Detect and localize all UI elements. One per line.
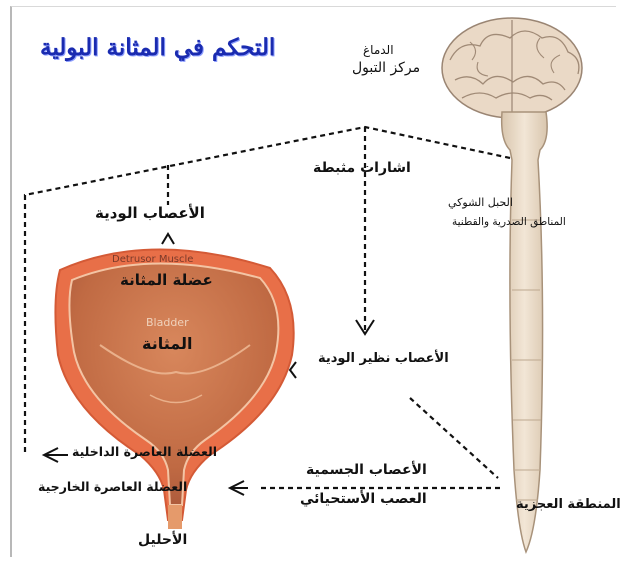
diagram-title: التحكم في المثانة البولية xyxy=(40,34,275,61)
spinal-cord-label: الحبل الشوكي xyxy=(448,196,513,209)
sacral-region-label: المنطقة العجزية xyxy=(516,497,621,512)
detrusor-ar-label: عضلة المثانة xyxy=(120,271,213,289)
bladder-ar-label: المثانة xyxy=(142,334,192,353)
sympathetic-nerves-label: الأعصاب الودية xyxy=(95,204,205,222)
brain-label: الدماغ xyxy=(363,43,394,57)
parasympathetic-nerves-label: الأعصاب نظير الودية xyxy=(318,351,449,366)
brain-illustration xyxy=(442,18,582,118)
urethra-label: الأحليل xyxy=(138,532,187,548)
spinal-cord-illustration xyxy=(502,112,547,552)
spinal-regions-label: المناطق الصدرية والقطنية xyxy=(452,216,566,228)
somatic-nerves-label: الأعصاب الجسمية xyxy=(306,462,427,478)
internal-sphincter-label: العضلة العاصرة الداخلية xyxy=(72,444,217,459)
external-sphincter-label: العضلة العاصرة الخارجية xyxy=(38,479,187,494)
detrusor-en-label: Detrusor Muscle xyxy=(112,254,193,265)
micturition-center-label: مركز التبول xyxy=(352,60,420,76)
pudendal-nerve-label: العصب الأستحيائي xyxy=(300,491,427,507)
inhibitory-signals-label: اشارات مثبطة xyxy=(313,160,411,176)
bladder-en-label: Bladder xyxy=(146,316,189,329)
